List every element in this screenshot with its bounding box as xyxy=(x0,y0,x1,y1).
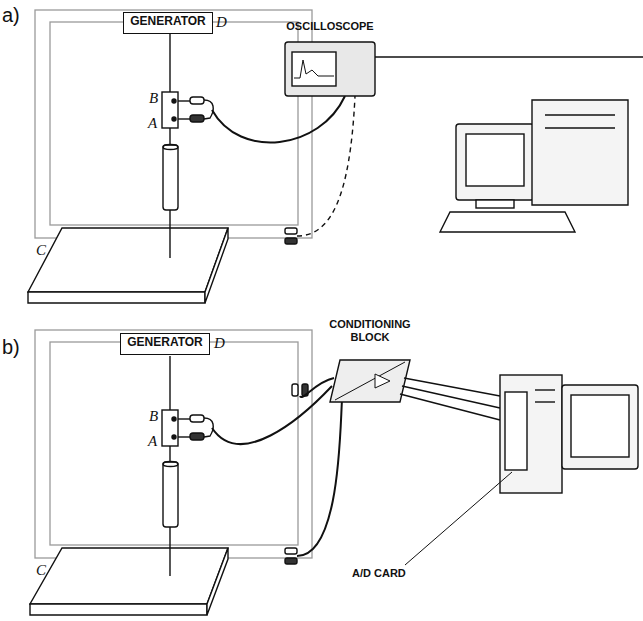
cylinder xyxy=(163,145,178,210)
oscilloscope xyxy=(285,42,375,96)
computer-tower xyxy=(500,375,562,493)
terminal-block xyxy=(162,92,178,128)
monitor xyxy=(456,124,534,200)
leader-line xyxy=(405,472,512,565)
box-label: GENERATOR xyxy=(124,15,212,29)
ad-card xyxy=(505,392,527,470)
cylinder xyxy=(163,462,178,527)
panel-label: a) xyxy=(2,4,20,27)
computer-tower xyxy=(532,100,628,205)
process-box: GENERATOR xyxy=(123,12,213,34)
panel-label: b) xyxy=(2,336,20,359)
plate xyxy=(30,548,228,604)
device-node: OSCILLOSCOPE xyxy=(277,20,383,33)
rod xyxy=(169,34,170,92)
monitor xyxy=(562,385,638,469)
panel-label: A/D CARD xyxy=(352,567,406,579)
part-letter: A xyxy=(148,115,157,132)
device-node: CONDITIONING BLOCK xyxy=(316,318,424,343)
process-box: GENERATOR xyxy=(120,333,210,355)
data-cable xyxy=(375,56,643,58)
part-letter: B xyxy=(149,90,158,107)
part-letter: D xyxy=(216,14,227,31)
part-letter: D xyxy=(214,335,225,352)
device-label: CONDITIONING BLOCK xyxy=(316,318,424,343)
keyboard xyxy=(440,212,575,232)
terminal-block xyxy=(162,410,178,446)
part-letter: A xyxy=(148,433,157,450)
device-label: OSCILLOSCOPE xyxy=(277,20,383,33)
conditioning-block xyxy=(330,360,410,402)
part-letter: C xyxy=(36,242,46,259)
box-label: GENERATOR xyxy=(121,336,209,350)
part-letter: C xyxy=(36,562,46,579)
part-letter: B xyxy=(149,408,158,425)
plate xyxy=(28,228,228,292)
